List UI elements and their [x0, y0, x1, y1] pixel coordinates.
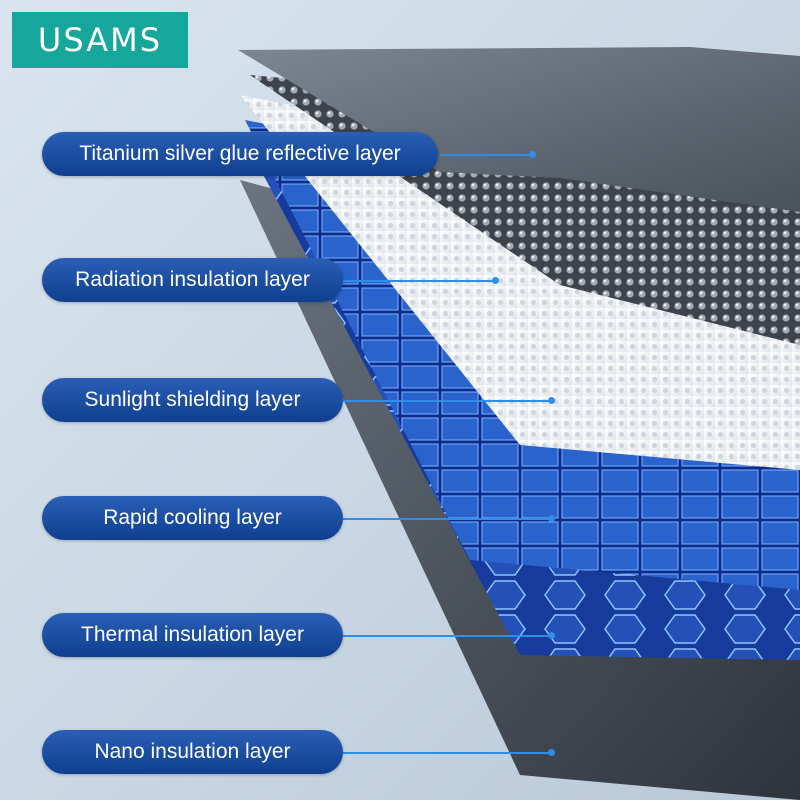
connector-titanium — [440, 154, 532, 156]
label-sunlight-layer: Sunlight shielding layer — [42, 378, 343, 422]
connector-rapid-cooling — [343, 518, 551, 520]
connector-thermal — [343, 635, 551, 637]
connector-radiation — [343, 280, 495, 282]
label-rapid-cooling-text: Rapid cooling layer — [103, 506, 282, 530]
label-radiation-text: Radiation insulation layer — [75, 268, 310, 292]
connector-nano — [343, 752, 551, 754]
connector-sunlight — [343, 400, 551, 402]
label-sunlight-text: Sunlight shielding layer — [85, 388, 301, 412]
label-rapid-cooling-layer: Rapid cooling layer — [42, 496, 343, 540]
label-thermal-text: Thermal insulation layer — [81, 623, 304, 647]
label-nano-layer: Nano insulation layer — [42, 730, 343, 774]
marker-thermal — [548, 632, 555, 639]
label-titanium-layer: Titanium silver glue reflective layer — [42, 132, 438, 176]
label-titanium-text: Titanium silver glue reflective layer — [79, 142, 400, 166]
marker-nano — [548, 749, 555, 756]
marker-sunlight — [548, 397, 555, 404]
marker-rapid-cooling — [548, 515, 555, 522]
label-nano-text: Nano insulation layer — [94, 740, 290, 764]
marker-titanium — [529, 151, 536, 158]
label-radiation-layer: Radiation insulation layer — [42, 258, 343, 302]
marker-radiation — [492, 277, 499, 284]
label-thermal-layer: Thermal insulation layer — [42, 613, 343, 657]
